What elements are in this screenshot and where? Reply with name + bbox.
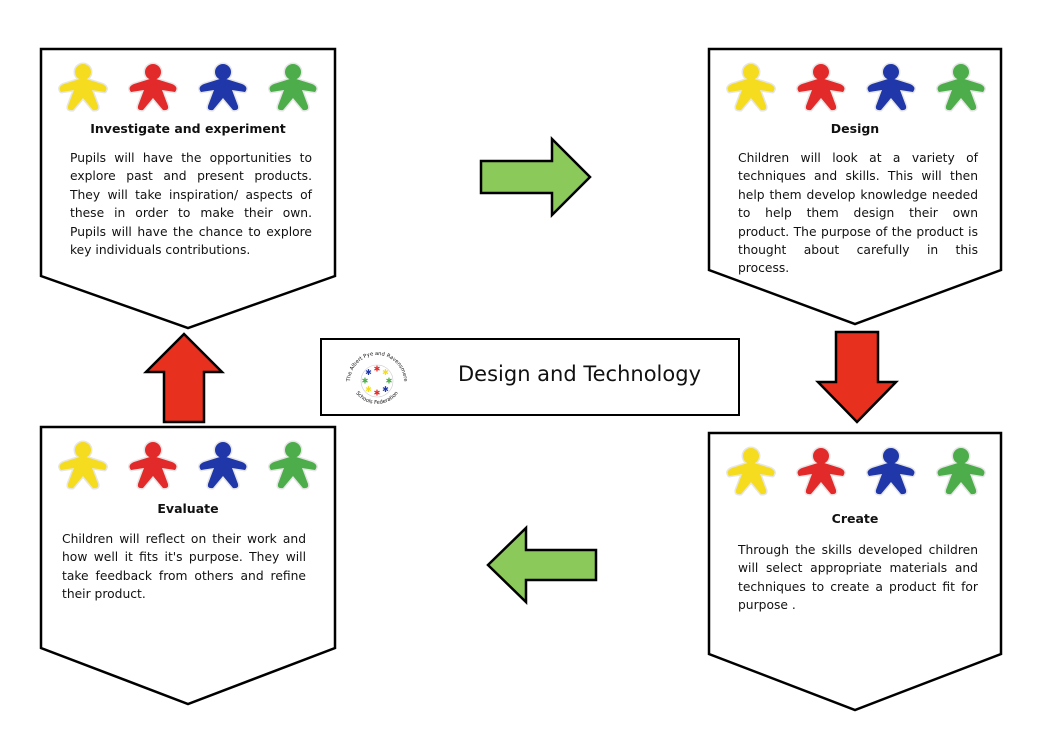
card-evaluate: Evaluate Children will reflect on their … (39, 425, 337, 708)
card-title: Design (830, 121, 880, 136)
card-design-shape (707, 47, 1003, 326)
school-federation-logo: ✱✱✱✱✱✱✱✱ The Albert Pye and Ravensmere S… (346, 351, 408, 406)
arrow-down-icon (815, 330, 899, 424)
card-design: Design Children will look at a variety o… (707, 47, 1003, 330)
green-person-icon (930, 446, 992, 496)
arrow-left-icon (486, 525, 598, 605)
card-body: Children will reflect on their work and … (62, 532, 306, 602)
blue-person-icon (860, 62, 922, 112)
center-title-box: ✱✱✱✱✱✱✱✱ The Albert Pye and Ravensmere S… (320, 338, 740, 416)
red-person-icon (790, 62, 852, 112)
card-create-shape (707, 431, 1003, 712)
green-person-icon (262, 62, 324, 112)
card-investigate: Investigate and experiment Pupils will h… (39, 47, 337, 330)
card-title: Investigate and experiment (90, 121, 286, 136)
card-evaluate-shape (39, 425, 337, 706)
arrow-right-icon (479, 135, 592, 219)
card-create: Create Through the skills developed chil… (707, 431, 1003, 714)
yellow-person-icon (52, 440, 114, 490)
green-person-icon (930, 62, 992, 112)
logo-star-icon: ✱ (382, 385, 389, 394)
yellow-person-icon (52, 62, 114, 112)
diagram-title: Design and Technology (458, 362, 701, 386)
red-person-icon (122, 440, 184, 490)
arrow-up-icon (142, 332, 226, 424)
logo-star-icon: ✱ (362, 377, 369, 386)
blue-person-icon (860, 446, 922, 496)
logo-star-icon: ✱ (365, 385, 372, 394)
blue-person-icon (192, 440, 254, 490)
yellow-person-icon (720, 446, 782, 496)
card-investigate-shape (39, 47, 337, 330)
logo-star-icon: ✱ (382, 368, 389, 377)
people-row (52, 440, 324, 490)
card-body: Through the skills developed children wi… (738, 543, 978, 613)
logo-star-icon: ✱ (365, 368, 372, 377)
yellow-person-icon (720, 62, 782, 112)
card-body: Pupils will have the opportunities to ex… (70, 151, 312, 258)
logo-star-icon: ✱ (374, 389, 381, 398)
red-person-icon (790, 446, 852, 496)
logo-star-icon: ✱ (386, 377, 393, 386)
card-title: Evaluate (157, 501, 219, 516)
people-row (720, 62, 992, 112)
red-person-icon (122, 62, 184, 112)
blue-person-icon (192, 62, 254, 112)
green-person-icon (262, 440, 324, 490)
people-row (720, 446, 992, 496)
people-row (52, 62, 324, 112)
card-title: Create (831, 511, 879, 526)
logo-star-icon: ✱ (374, 365, 381, 374)
card-body: Children will look at a variety of techn… (738, 151, 978, 276)
